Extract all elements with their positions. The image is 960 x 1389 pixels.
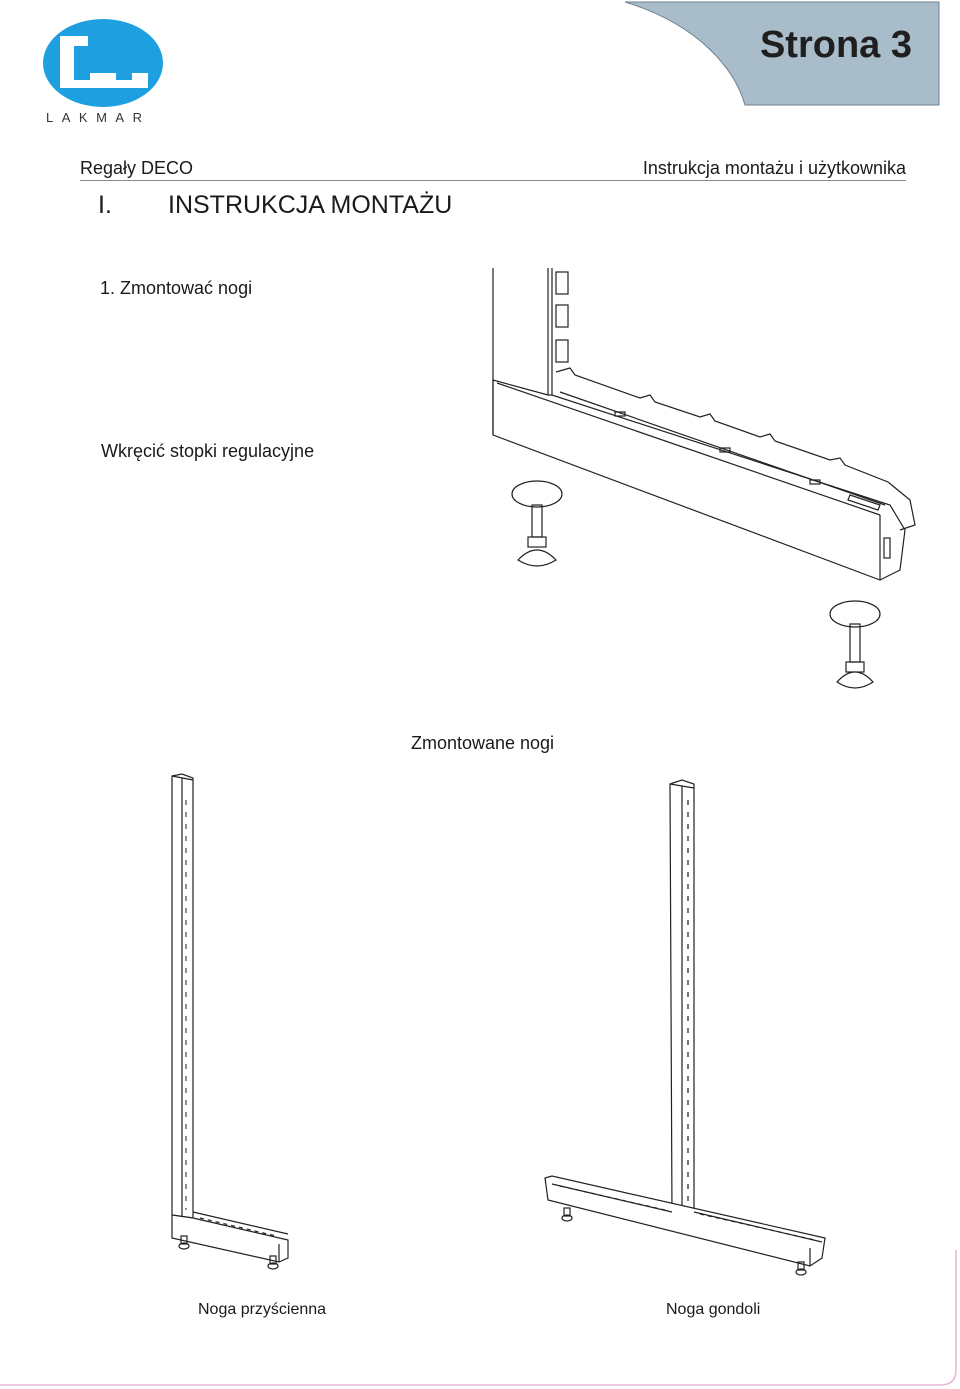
- gondola-leg-drawing: [544, 779, 826, 1276]
- step-title: 1. Zmontować nogi: [100, 278, 253, 298]
- wall-leg-caption: Noga przyścienna: [198, 1301, 327, 1318]
- svg-text:LAKMAR: LAKMAR: [46, 110, 150, 125]
- assembled-caption: Zmontowane nogi: [410, 733, 555, 753]
- step-note: Wkręcić stopki regulacyjne: [101, 441, 315, 461]
- section-number: I.: [98, 191, 112, 219]
- page-tab: [624, 1, 940, 106]
- page-number: Strona 3: [759, 24, 912, 66]
- header-doc-title: Instrukcja montażu i użytkownika: [642, 158, 906, 178]
- header-product: Regały DECO: [80, 158, 194, 178]
- gondola-leg-caption: Noga gondoli: [666, 1301, 761, 1318]
- wall-leg-drawing: [171, 773, 289, 1270]
- base-beam-detail: [492, 268, 916, 581]
- leveling-foot-1: [511, 480, 563, 567]
- lakmar-logo: LAKMAR: [43, 19, 163, 125]
- header-divider: [80, 180, 906, 181]
- leveling-foot-2: [829, 600, 881, 689]
- section-title: INSTRUKCJA MONTAŻU: [168, 191, 453, 219]
